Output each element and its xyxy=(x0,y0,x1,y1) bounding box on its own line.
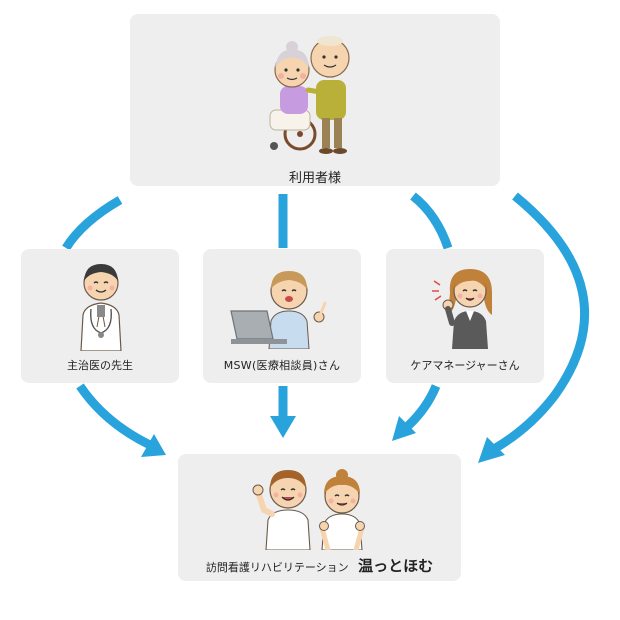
arrowhead-user-to-home xyxy=(478,437,505,463)
node-msw-label: MSW(医療相談員)さん xyxy=(223,359,341,372)
arrowhead-care-to-home xyxy=(392,416,416,441)
node-user: 利用者様 xyxy=(130,14,500,186)
node-msw: MSW(医療相談員)さん xyxy=(203,249,361,383)
brand-name: 温っとほむ xyxy=(358,557,434,575)
node-home-label-row: 訪問看護リハビリテーション 温っとほむ xyxy=(178,555,461,576)
node-care-label: ケアマネージャーさん xyxy=(410,359,520,372)
node-care: ケアマネージャーさん xyxy=(386,249,544,383)
arrowhead-doctor-to-home xyxy=(141,434,166,457)
arrow-user-to-doctor xyxy=(62,196,123,251)
doctor-icon xyxy=(80,264,122,351)
arrowhead-msw-to-home xyxy=(270,416,296,438)
arrow-care-to-home xyxy=(404,384,441,430)
node-doctor: 主治医の先生 xyxy=(21,249,179,383)
node-doctor-label: 主治医の先生 xyxy=(67,359,133,372)
node-home: 訪問看護リハビリテーション 温っとほむ xyxy=(178,454,461,581)
care-manager-icon xyxy=(432,269,492,349)
counselor-laptop-icon xyxy=(230,271,327,349)
elderly-couple-wheelchair-icon xyxy=(269,36,350,154)
arrow-user-to-home xyxy=(491,192,590,453)
arrow-user-to-care xyxy=(410,192,453,250)
node-user-label: 利用者様 xyxy=(288,171,341,186)
node-home-label: 訪問看護リハビリテーション xyxy=(205,561,349,574)
arrow-doctor-to-home xyxy=(76,383,152,450)
nurse-therapist-icon xyxy=(252,469,365,550)
